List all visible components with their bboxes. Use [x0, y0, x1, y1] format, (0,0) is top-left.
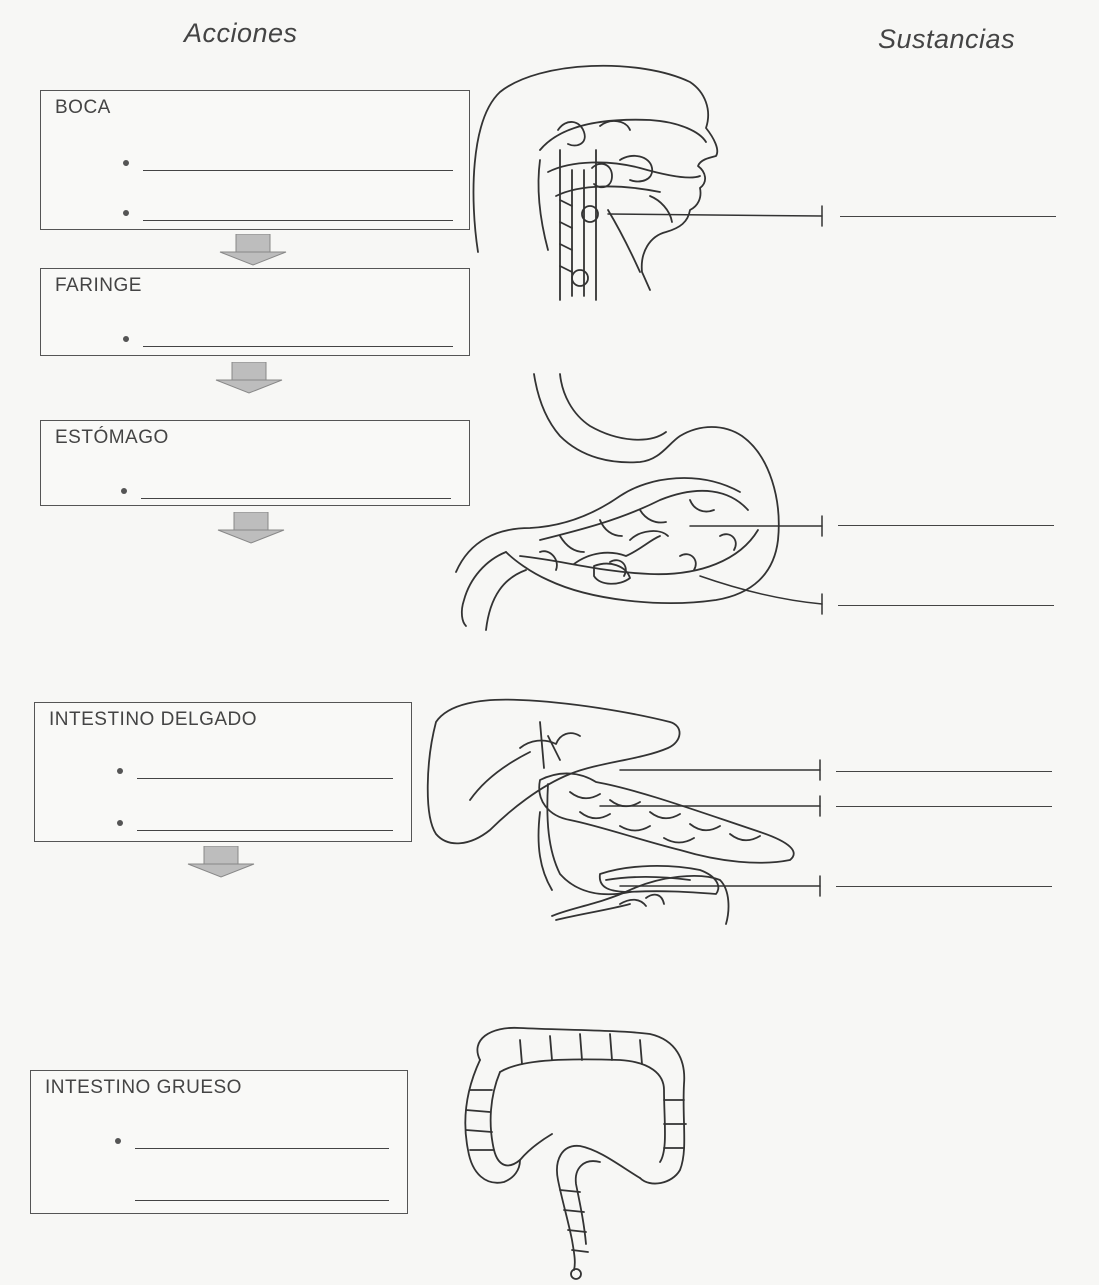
down-arrow-icon [214, 362, 284, 394]
sustancia-answer-boca[interactable] [840, 216, 1056, 217]
bullet-icon [117, 768, 123, 774]
sustancia-answer-estomago-2[interactable] [838, 605, 1054, 606]
intestino-grueso-box: INTESTINO GRUESO [30, 1070, 408, 1214]
down-arrow-icon [218, 234, 288, 266]
estomago-answer-1[interactable] [121, 485, 451, 499]
sustancia-answer-delgado-2[interactable] [836, 806, 1052, 807]
intestino-delgado-answer-1[interactable] [117, 765, 393, 779]
leader-lines [600, 206, 822, 896]
intestino-delgado-box: INTESTINO DELGADO [34, 702, 412, 842]
bullet-icon [121, 488, 127, 494]
boca-answer-2[interactable] [123, 207, 453, 221]
stomach-illustration [456, 374, 779, 630]
large-intestine-illustration [465, 1028, 686, 1279]
liver-pancreas-illustration [428, 700, 794, 924]
down-arrow-icon [186, 846, 256, 878]
boca-title: BOCA [55, 97, 111, 119]
bullet-icon [123, 210, 129, 216]
sustancias-heading: Sustancias [878, 24, 1015, 55]
intestino-delgado-answer-2[interactable] [117, 817, 393, 831]
intestino-delgado-title: INTESTINO DELGADO [49, 709, 257, 731]
sustancia-answer-estomago-1[interactable] [838, 525, 1054, 526]
sustancia-answer-delgado-1[interactable] [836, 771, 1052, 772]
estomago-box: ESTÓMAGO [40, 420, 470, 506]
estomago-title: ESTÓMAGO [55, 427, 169, 449]
bullet-icon [123, 160, 129, 166]
boca-box: BOCA [40, 90, 470, 230]
intestino-grueso-title: INTESTINO GRUESO [45, 1077, 242, 1099]
boca-answer-1[interactable] [123, 157, 453, 171]
bullet-icon [117, 820, 123, 826]
intestino-grueso-answer-2[interactable] [115, 1187, 389, 1201]
head-illustration [473, 66, 717, 300]
sustancia-answer-delgado-3[interactable] [836, 886, 1052, 887]
bullet-icon [115, 1138, 121, 1144]
down-arrow-icon [216, 512, 286, 544]
faringe-answer-1[interactable] [123, 333, 453, 347]
faringe-box: FARINGE [40, 268, 470, 356]
faringe-title: FARINGE [55, 275, 142, 297]
acciones-heading: Acciones [184, 18, 298, 49]
bullet-icon [123, 336, 129, 342]
intestino-grueso-answer-1[interactable] [115, 1135, 389, 1149]
